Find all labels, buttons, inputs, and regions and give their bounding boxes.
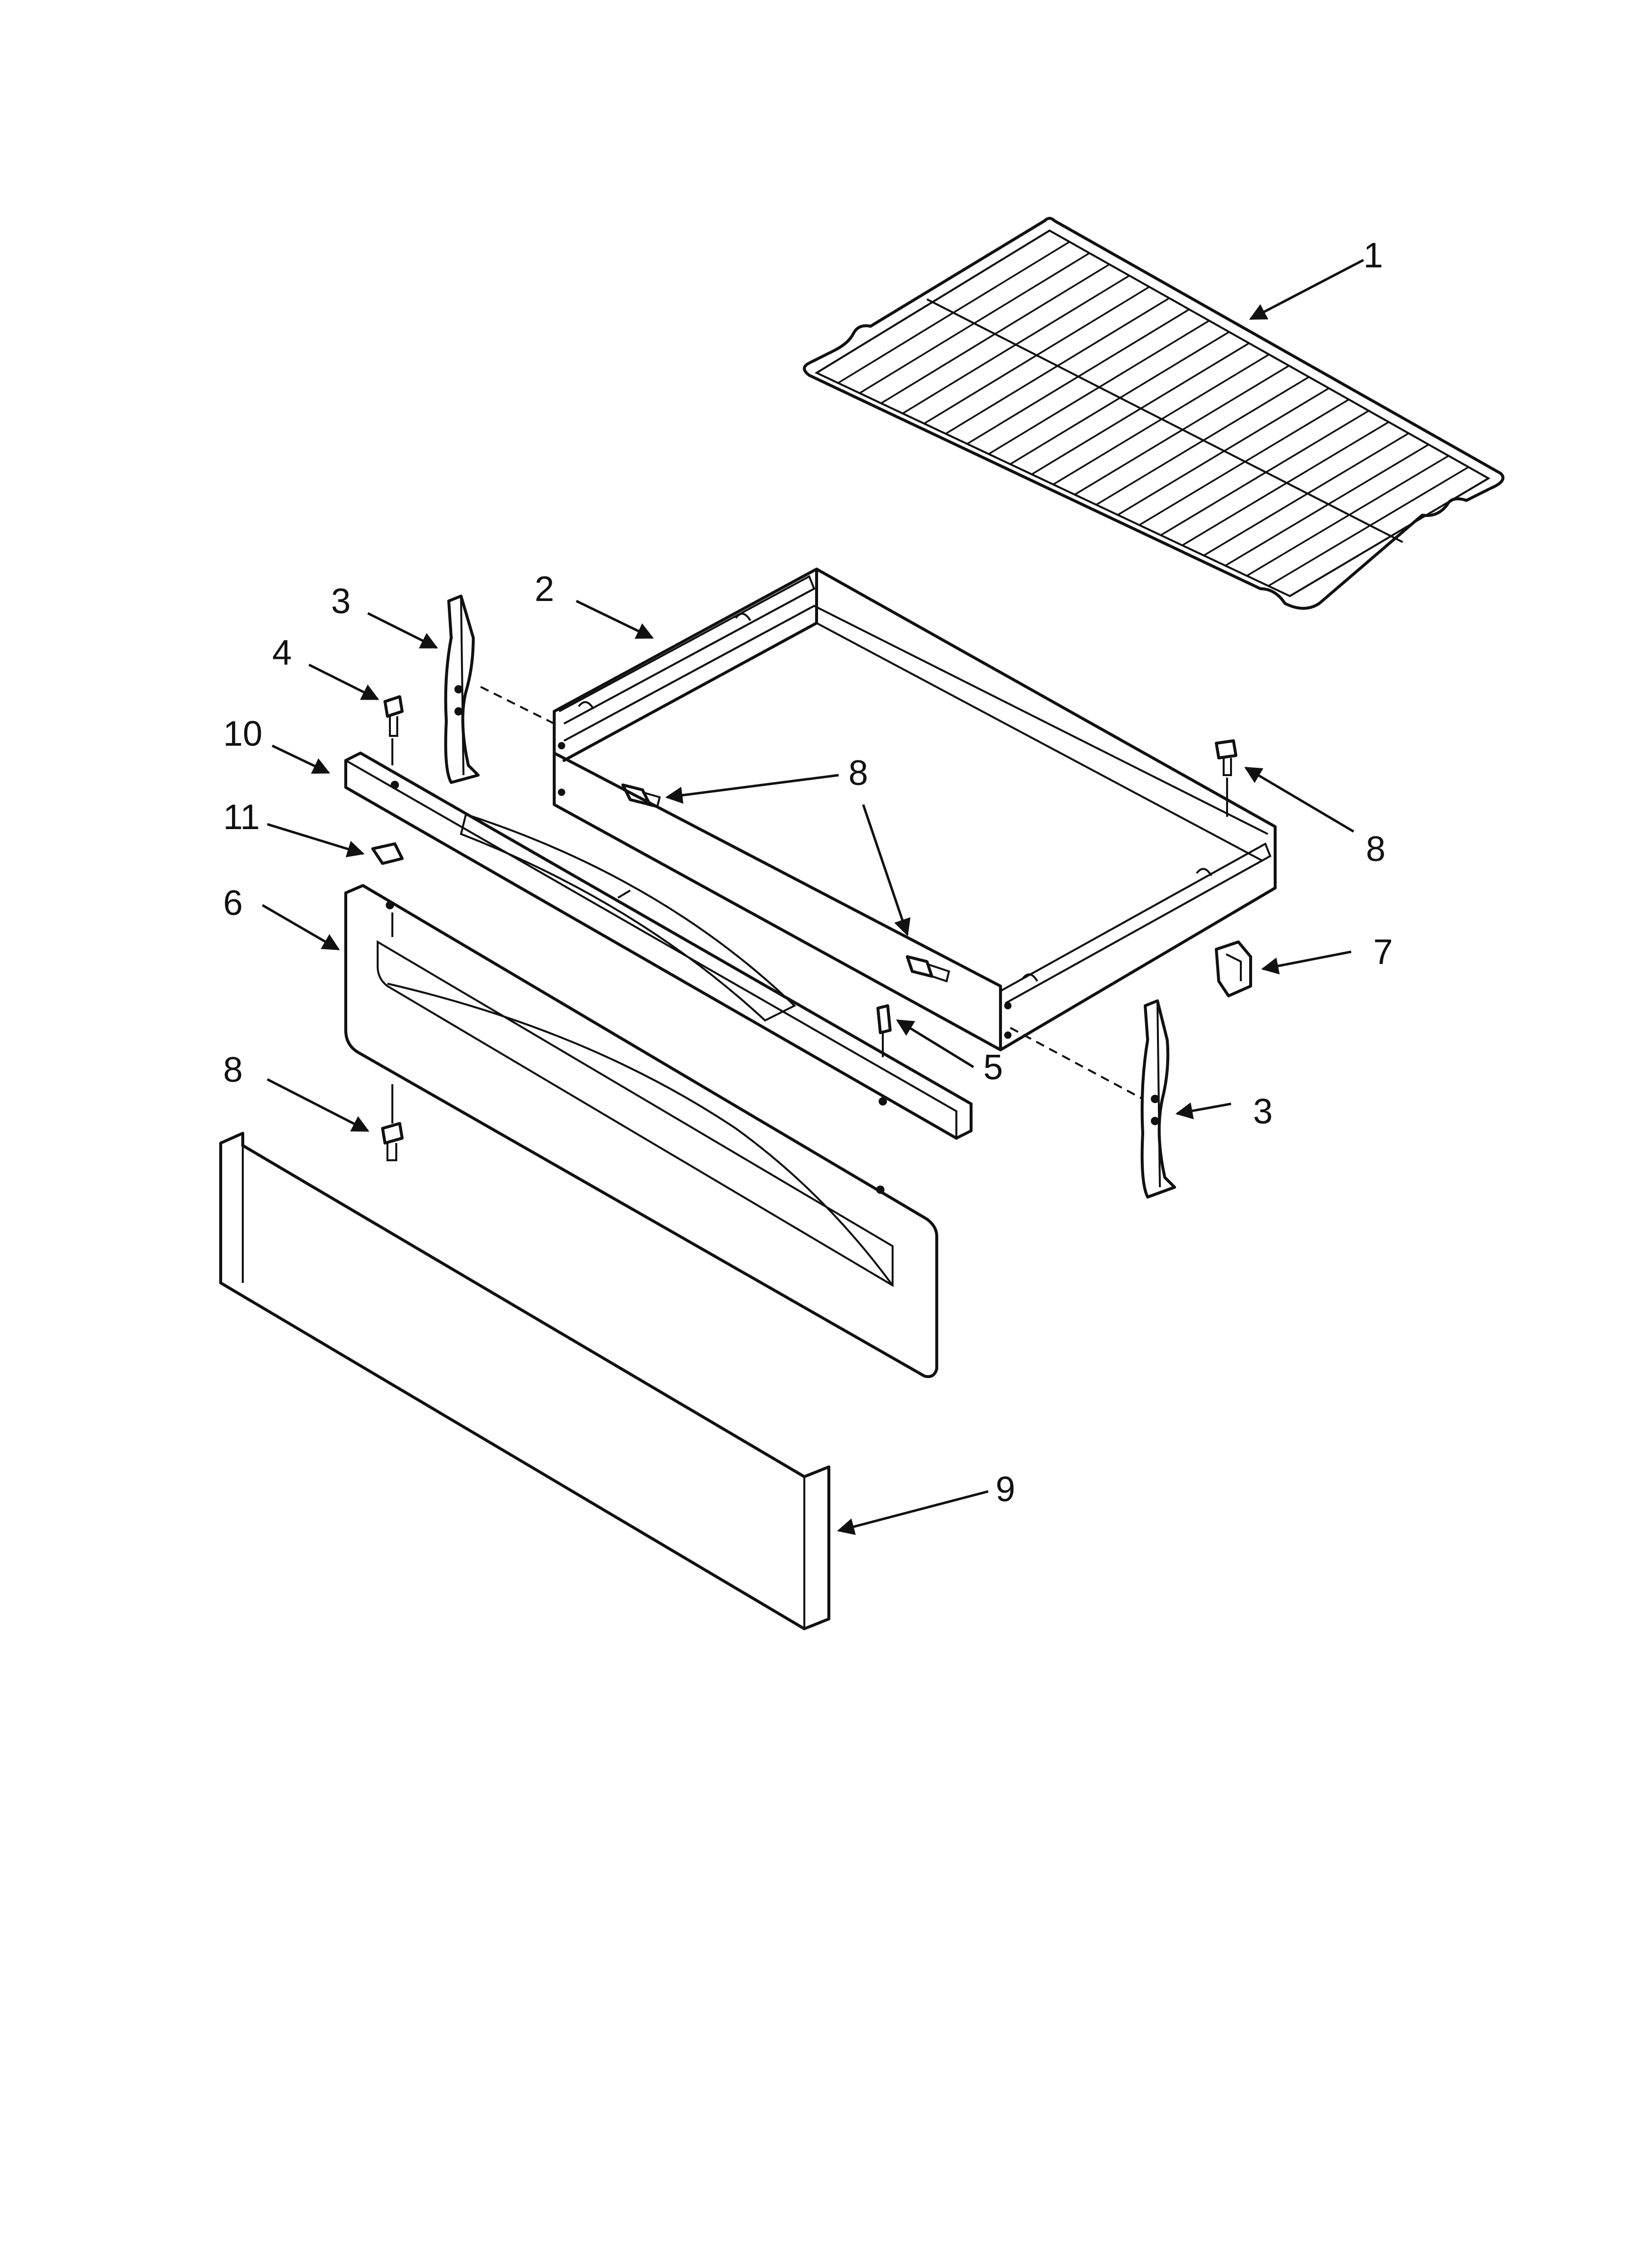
- rack-bar: [967, 309, 1190, 445]
- callout-1: 1: [1363, 236, 1383, 275]
- rack-bar: [837, 241, 1070, 384]
- pin-5: [876, 1004, 892, 1057]
- drawer-trim: [344, 752, 973, 1140]
- rack-bar: [1031, 342, 1250, 475]
- callout-8-center: 8: [848, 754, 868, 793]
- rack-bars: [837, 241, 1469, 587]
- clip-11: [371, 842, 404, 865]
- callout-2: 2: [535, 570, 554, 609]
- drawer-pan: [553, 568, 1277, 1051]
- drawer-slide-right: [1140, 999, 1176, 1199]
- drawer-slide-left: [444, 595, 480, 784]
- rack-bar: [1268, 466, 1469, 587]
- callout-6: 6: [223, 884, 243, 923]
- screw-8-center: [621, 783, 661, 808]
- rack-bar: [880, 263, 1110, 404]
- rack-bar: [1096, 376, 1309, 506]
- callout-labels: 1 2 3 3 4 5 6 7 8 8 8 9 10 11: [223, 236, 1393, 1509]
- rack-bar: [1225, 443, 1429, 567]
- rack-bar: [902, 275, 1130, 415]
- oven-rack: [803, 217, 1505, 610]
- rack-bar: [1181, 421, 1389, 547]
- callout-8-right: 8: [1366, 830, 1385, 869]
- rack-bar: [945, 297, 1170, 435]
- screw-4: [384, 695, 404, 765]
- rack-bar: [1139, 398, 1350, 526]
- callout-4: 4: [272, 633, 292, 673]
- callout-3-bottom: 3: [1253, 1092, 1273, 1131]
- leader-lines: [261, 259, 1364, 1535]
- drawer-front: [344, 884, 938, 1378]
- callout-8-bottom: 8: [223, 1050, 243, 1090]
- screw-8-middle: [906, 955, 950, 983]
- callout-10: 10: [223, 714, 262, 754]
- callout-9: 9: [996, 1470, 1015, 1509]
- rack-bar: [924, 286, 1150, 424]
- rack-bar: [1009, 331, 1230, 465]
- kick-panel: [219, 1132, 830, 1630]
- rack-bar: [1160, 410, 1369, 536]
- rack-bar: [859, 252, 1090, 394]
- rack-bar: [1074, 365, 1290, 495]
- rack-bar: [1246, 455, 1449, 577]
- callout-5: 5: [983, 1048, 1003, 1087]
- screw-8-bottom: [381, 1084, 404, 1161]
- rack-bar: [1052, 354, 1270, 485]
- rack-bar: [988, 320, 1210, 455]
- screw-8-right: [1215, 739, 1237, 817]
- callout-11: 11: [223, 798, 260, 837]
- callout-3-top: 3: [331, 582, 351, 621]
- rack-bar: [1117, 387, 1330, 516]
- clip-7: [1215, 940, 1252, 997]
- rack-bar: [1203, 432, 1410, 556]
- callout-7: 7: [1373, 933, 1393, 972]
